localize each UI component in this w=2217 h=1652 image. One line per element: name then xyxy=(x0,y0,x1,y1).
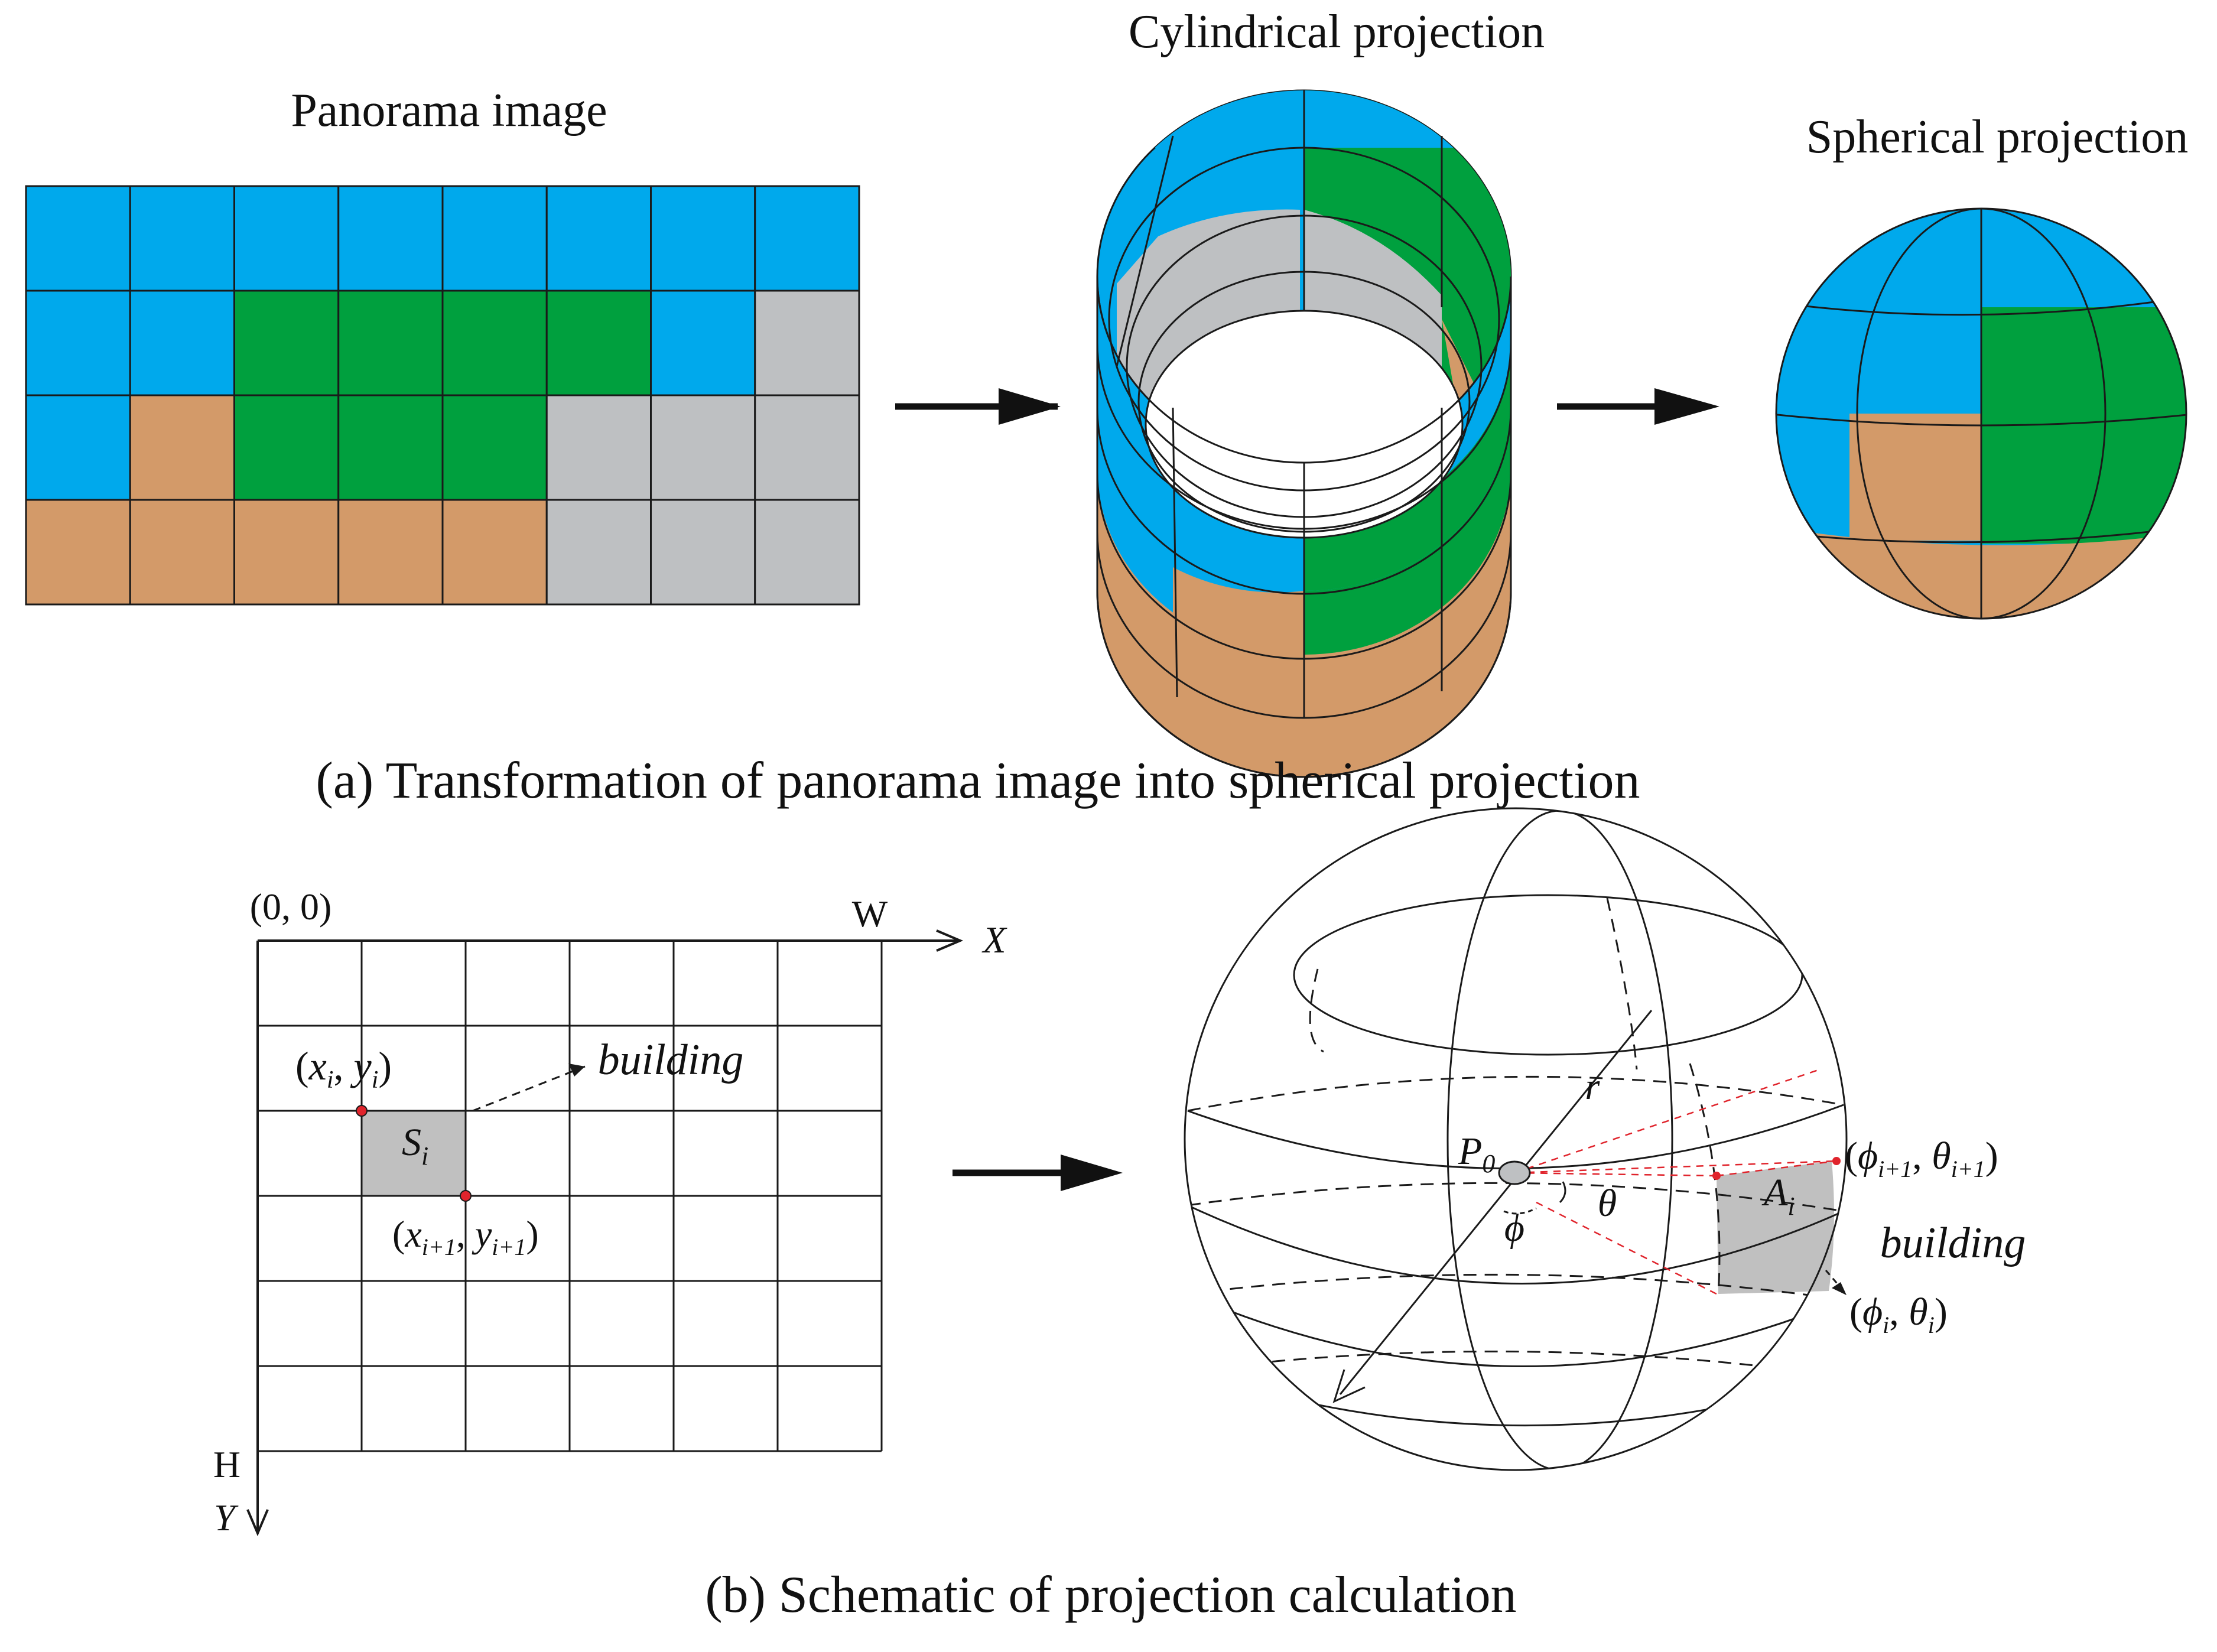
panorama-cell-vegetation xyxy=(337,394,444,501)
panorama-cell-sky xyxy=(129,185,235,292)
panorama-cell-vegetation xyxy=(441,394,548,501)
panorama-cell-vegetation xyxy=(545,290,652,396)
area-label-a: Ai xyxy=(1761,1171,1795,1221)
panorama-cell-vegetation xyxy=(233,290,340,396)
panorama-cell-building xyxy=(545,499,652,606)
x-axis-label: X xyxy=(981,919,1007,961)
point-i1-label: (xi+1, yi+1) xyxy=(392,1213,539,1260)
panorama-title: Panorama image xyxy=(291,84,607,136)
caption-b: (b) Schematic of projection calculation xyxy=(705,1566,1516,1624)
projection-rays xyxy=(1514,1068,1837,1295)
radius-label: r xyxy=(1585,1065,1601,1107)
point-i1-marker xyxy=(460,1190,472,1202)
panorama-cell-building xyxy=(650,394,756,501)
arrow-to-cylinder-head xyxy=(999,388,1061,425)
caption-a: (a) Transformation of panorama image int… xyxy=(316,752,1640,809)
sphere-title: Spherical projection xyxy=(1806,111,2188,163)
building-cell xyxy=(362,1111,466,1196)
panorama-cell-ground xyxy=(129,499,235,606)
panorama-cell-sky xyxy=(337,185,444,292)
theta-label: θ xyxy=(1598,1182,1617,1225)
projection-sphere xyxy=(1184,807,1848,1471)
sphere-building-label: building xyxy=(1880,1219,2026,1267)
panorama-cell-vegetation xyxy=(441,290,548,396)
cylinder-projection xyxy=(1096,89,1512,778)
panorama-cell-sky xyxy=(25,394,131,501)
panorama-cell-ground xyxy=(25,499,131,606)
panorama-cell-sky xyxy=(25,185,131,292)
origin-label: (0, 0) xyxy=(250,886,332,928)
panorama-cell-sky xyxy=(129,290,235,396)
panorama-cell-sky xyxy=(233,185,340,292)
panorama-cell-vegetation xyxy=(233,394,340,501)
panorama-cell-sky xyxy=(25,290,131,396)
y-axis-label: Y xyxy=(214,1497,239,1539)
building-area-a xyxy=(1717,1161,1834,1294)
panorama-cell-sky xyxy=(650,290,756,396)
arrow-to-sphere-head xyxy=(1654,388,1719,425)
center-label: P0 xyxy=(1458,1130,1495,1178)
pixel-grid xyxy=(246,929,964,1537)
w-label: W xyxy=(852,893,888,935)
panorama-cell-ground xyxy=(129,394,235,501)
panorama-cell-building xyxy=(650,499,756,606)
point-i-marker xyxy=(356,1105,368,1117)
panorama-cell-sky xyxy=(441,185,548,292)
panorama-cell-ground xyxy=(441,499,548,606)
h-label: H xyxy=(213,1443,240,1485)
center-point xyxy=(1498,1160,1531,1185)
phi-label: ϕ xyxy=(1504,1207,1524,1250)
panorama-cell-sky xyxy=(650,185,756,292)
panorama-cell-ground xyxy=(233,499,340,606)
area-label-s: Si xyxy=(402,1121,428,1170)
building-pointer xyxy=(472,1065,586,1112)
radius-axis xyxy=(1339,1010,1653,1395)
building-label: building xyxy=(598,1036,744,1084)
arrow-to-sphere-b-head xyxy=(1061,1155,1123,1191)
coord-upper-label: (ϕi+1, θi+1) xyxy=(1845,1134,1998,1182)
panorama-cell-sky xyxy=(754,185,860,292)
panorama-grid xyxy=(25,185,860,606)
coord-lower-label: (ϕi, θi) xyxy=(1849,1290,1948,1338)
cylinder-title: Cylindrical projection xyxy=(1129,6,1545,58)
panorama-cell-building xyxy=(754,290,860,396)
panorama-cell-building xyxy=(754,394,860,501)
panorama-cell-building xyxy=(754,499,860,606)
panorama-cell-building xyxy=(545,394,652,501)
spherical-projection xyxy=(1775,207,2187,620)
point-i-label: (xi, yi) xyxy=(295,1043,392,1094)
panorama-cell-vegetation xyxy=(337,290,444,396)
panorama-cell-sky xyxy=(545,185,652,292)
panorama-cell-ground xyxy=(337,499,444,606)
